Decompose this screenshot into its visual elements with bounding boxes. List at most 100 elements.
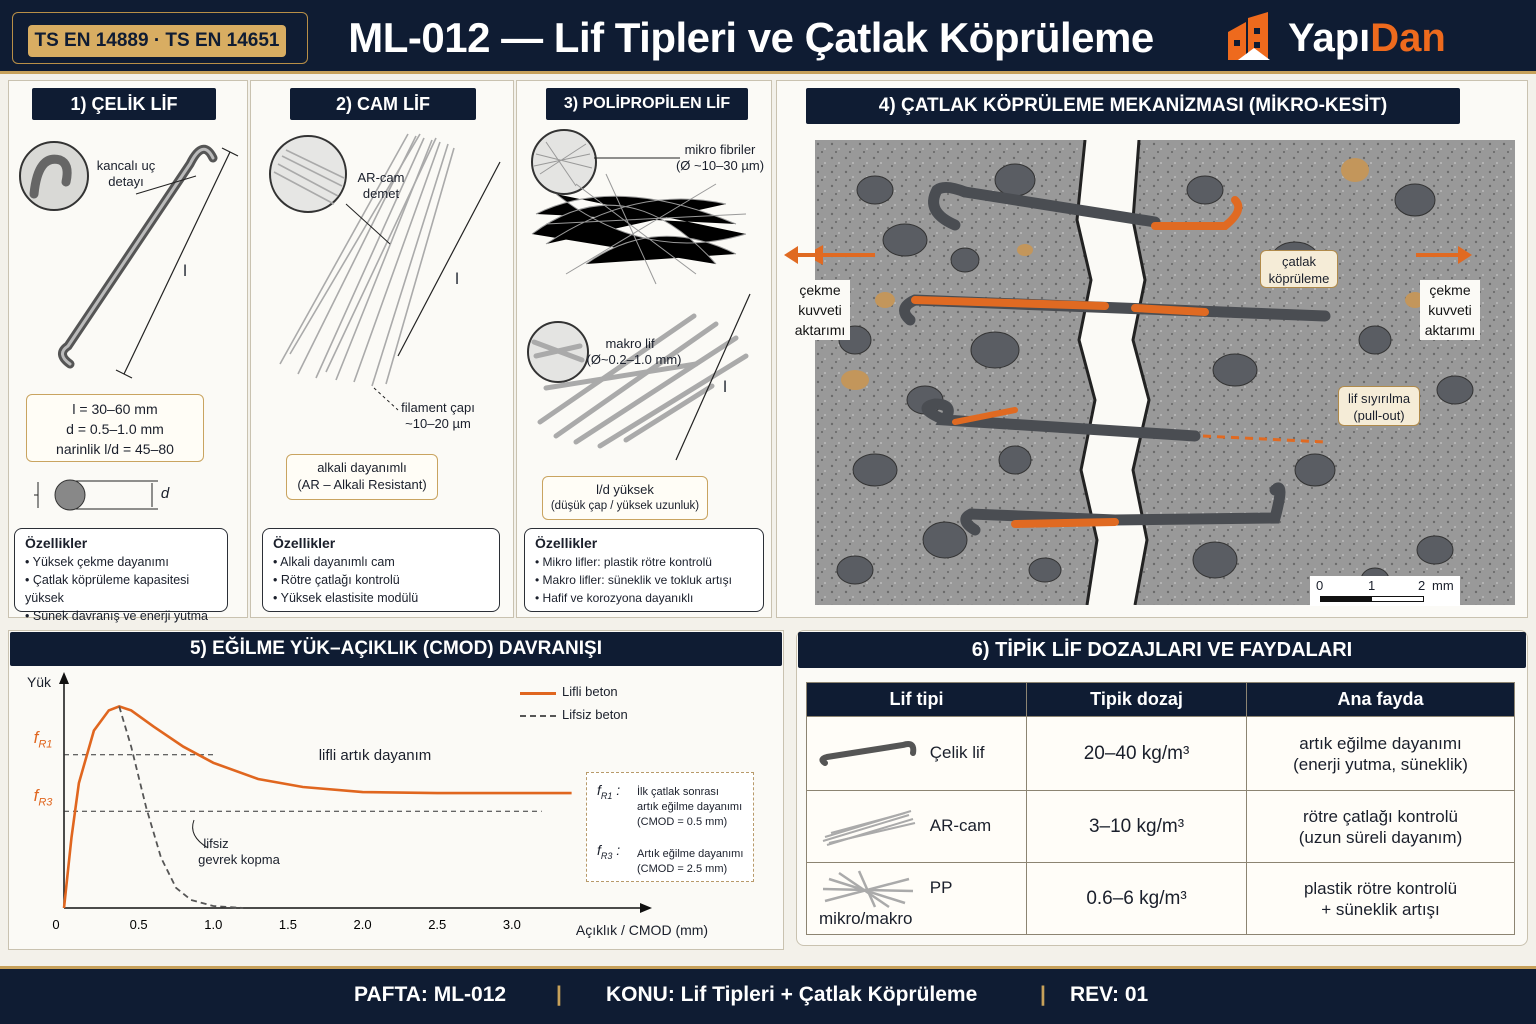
note-fr3-symbol: fR3 : xyxy=(597,842,621,861)
panel-dosage-title: 6) TİPİK LİF DOZAJLARI VE FAYDALARI xyxy=(798,632,1526,668)
panel-pp-title: 3) POLİPROPİLEN LİF xyxy=(546,88,748,120)
cross-section-drawing xyxy=(815,140,1515,605)
pp-length-label: l xyxy=(723,379,727,396)
bridging-callout: çatlak köprüleme xyxy=(1260,250,1338,288)
row-type-label: Çelik lif xyxy=(929,742,985,762)
series-line-plain xyxy=(118,706,244,909)
hook-detail-label: kancalı uç detayı xyxy=(96,158,156,189)
residual-label: lifli artık dayanım xyxy=(318,747,432,764)
steel-properties: Özellikler Yüksek çekme dayanımıÇatlak k… xyxy=(14,528,228,623)
glass-ar-line1: alkali dayanımlı xyxy=(317,460,407,475)
glass-fiber-drawing xyxy=(269,133,501,411)
force-arrow-left-icon xyxy=(784,246,840,264)
footer-sep: | xyxy=(556,983,562,1006)
brittle-label2: gevrek kopma xyxy=(198,852,280,867)
row-dose: 0.6–6 kg/m³ xyxy=(1026,862,1247,935)
row-type-label: AR-cam xyxy=(929,815,992,835)
pp-properties: Özellikler Mikro lifler: plastik rötre k… xyxy=(524,528,764,612)
y-axis-arrow xyxy=(59,672,69,684)
steel-diameter-label: d xyxy=(160,485,170,502)
note-fr1-line2: artık eğilme dayanımı xyxy=(637,801,743,813)
building-logo-icon xyxy=(1228,12,1270,60)
x-tick-label: 2.5 xyxy=(428,917,446,932)
x-axis-arrow xyxy=(640,903,652,913)
col-header-type: Lif tipi xyxy=(806,682,1027,717)
series-line-fiber xyxy=(62,705,572,909)
footer-sep: | xyxy=(1040,983,1046,1006)
fr3-label: fR3 xyxy=(33,786,53,809)
scale-2: 2 xyxy=(1418,578,1426,593)
pp-macro-dim: (Ø~0.2–1.0 mm) xyxy=(586,352,682,367)
steel-prop: Çatlak köprüleme kapasitesi yüksek xyxy=(25,571,217,607)
x-tick-label: 3.0 xyxy=(503,917,521,932)
footer-konu: KONU: Lif Tipleri + Çatlak Köprüleme xyxy=(606,983,978,1006)
logo: YapıDan xyxy=(1224,12,1524,64)
steel-spec-box: l = 30–60 mm d = 0.5–1.0 mm narinlik l/d… xyxy=(26,394,204,462)
glass-bundle-label: AR-cam demet xyxy=(357,170,405,201)
note-fr3-line2: (CMOD = 2.5 mm) xyxy=(637,863,728,875)
scale-ruler xyxy=(1320,596,1424,602)
pp-ld-box: l/d yüksek (düşük çap / yüksek uzunluk) xyxy=(542,476,708,520)
steel-props-title: Özellikler xyxy=(25,535,88,551)
cell-type: PP mikro/makro xyxy=(806,862,1027,935)
row-benefit-2: + süneklik artışı xyxy=(1321,899,1440,919)
glass-properties: Özellikler Alkali dayanımlı camRötre çat… xyxy=(262,528,500,612)
steel-fiber-drawing xyxy=(19,141,239,379)
steel-prop: Sünek davranış ve enerji yutma xyxy=(25,607,217,625)
table-row: Çelik lif 20–40 kg/m³ artık eğilme dayan… xyxy=(806,716,1515,791)
steel-spec-slenderness: narinlik l/d = 45–80 xyxy=(56,441,174,457)
x-tick-label: 2.0 xyxy=(354,917,372,932)
row-benefit-1: rötre çatlağı kontrolü xyxy=(1303,806,1458,826)
pp-fiber-drawing xyxy=(527,129,751,461)
cell-benefit: plastik rötre kontrolü+ süneklik artışı xyxy=(1246,862,1515,935)
standards-frame xyxy=(12,12,308,64)
steel-cross-section-icon xyxy=(34,479,158,511)
force-label-right: çekme kuvveti aktarımı xyxy=(1420,280,1480,340)
row-dose: 3–10 kg/m³ xyxy=(1026,790,1247,863)
dosage-table: Lif tipi Tipik dozaj Ana fayda Çelik lif… xyxy=(806,682,1515,935)
pp-prop: Mikro lifler: plastik rötre kontrolü xyxy=(535,553,753,571)
note-fr3-line1: Artık eğilme dayanımı xyxy=(637,848,744,860)
glass-prop: Rötre çatlağı kontrolü xyxy=(273,571,489,589)
brittle-pointer xyxy=(192,819,209,849)
row-dose: 20–40 kg/m³ xyxy=(1026,716,1247,791)
chart-legend: Lifli beton Lifsiz beton xyxy=(520,684,640,728)
scale-1: 1 xyxy=(1368,578,1376,593)
footer-rev: REV: 01 xyxy=(1070,983,1149,1006)
x-tick-label: 1.5 xyxy=(279,917,297,932)
page-title: ML-012 — Lif Tipleri ve Çatlak Köprüleme xyxy=(348,14,1154,61)
scale-0: 0 xyxy=(1316,578,1324,593)
pp-fiber-icon xyxy=(822,869,914,908)
glass-filament-label: filament çapı ~10–20 µm xyxy=(401,400,475,431)
legend-fiber: Lifli beton xyxy=(562,684,618,699)
steel-prop: Yüksek çekme dayanımı xyxy=(25,553,217,571)
x-tick-label: 0 xyxy=(52,917,59,932)
footer-pafta: PAFTA: ML-012 xyxy=(354,983,507,1006)
pullout-line1: lif sıyırılma xyxy=(1347,391,1411,406)
steel-fiber-icon xyxy=(819,740,917,766)
glass-props-title: Özellikler xyxy=(273,535,336,551)
chart-ylabel: Yük xyxy=(26,674,52,690)
glass-length-label: l xyxy=(455,271,459,288)
note-fr1-symbol: fR1 : xyxy=(597,782,621,801)
table-row: PP mikro/makro 0.6–6 kg/m³ plastik rötre… xyxy=(806,862,1515,935)
pp-prop: Hafif ve korozyona dayanıklı xyxy=(535,589,753,607)
logo-text: YapıDan xyxy=(1288,16,1446,60)
panel-glass-title: 2) CAM LİF xyxy=(290,88,476,120)
cell-type: Çelik lif xyxy=(806,716,1027,791)
legend-line-fiber xyxy=(520,692,556,695)
scale-unit: mm xyxy=(1432,578,1454,593)
concrete-cross-section xyxy=(815,140,1515,605)
pp-prop: Makro lifler: süneklik ve tokluk artışı xyxy=(535,571,753,589)
pp-ld-line1: l/d yüksek xyxy=(596,482,654,497)
glass-prop: Yüksek elastisite modülü xyxy=(273,589,489,607)
legend-plain: Lifsiz beton xyxy=(562,707,628,722)
pp-micro-dim: (Ø ~10–30 µm) xyxy=(675,158,765,173)
note-fr1-line3: (CMOD = 0.5 mm) xyxy=(637,816,728,828)
brittle-label1: lifsiz xyxy=(203,836,229,851)
pp-props-title: Özellikler xyxy=(535,535,598,551)
row-benefit-1: plastik rötre kontrolü xyxy=(1303,878,1458,898)
legend-line-plain xyxy=(520,715,556,717)
row-benefit-1: artık eğilme dayanımı xyxy=(1299,733,1462,753)
cell-benefit: rötre çatlağı kontrolü(uzun süreli dayan… xyxy=(1246,790,1515,863)
